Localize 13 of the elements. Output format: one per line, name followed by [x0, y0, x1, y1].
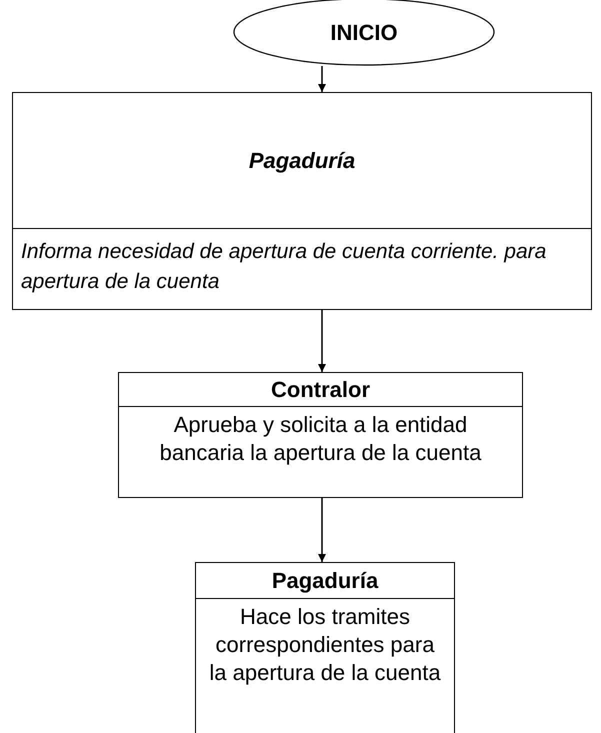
box-heading: Contralor	[271, 376, 370, 404]
arrow	[318, 310, 326, 372]
box-text: Informa necesidad de apertura de cuenta corriente. para apertura de la cuenta	[20, 239, 548, 295]
box-text: Aprueba y solicita a la entidad bancaria la apertura de la cuenta	[158, 411, 482, 467]
arrow	[318, 66, 326, 92]
box-text: Hace los tramites correspondientes para la apertura de la cuenta	[208, 603, 442, 687]
process-box	[12, 92, 592, 310]
arrow	[318, 498, 326, 562]
start-label: INICIO	[330, 18, 398, 46]
process-box	[195, 562, 455, 733]
box-heading: Pagaduría	[272, 567, 378, 595]
process-box	[118, 372, 523, 498]
box-heading: Pagaduría	[248, 147, 356, 175]
